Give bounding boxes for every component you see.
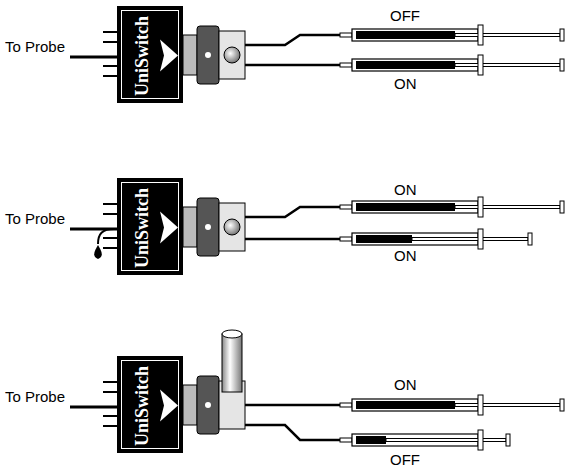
probe-label: To Probe [5,389,65,406]
brand-name: UniSwitch [133,187,151,267]
brand-name: UniSwitch [133,365,151,445]
state-label: ON [394,182,417,199]
state-label: ON [394,248,417,265]
probe-label: To Probe [5,39,65,56]
state-label: OFF [390,8,420,25]
uniswitch-body: UniSwitch [117,6,183,103]
uniswitch-body: UniSwitch [117,178,183,275]
probe-label: To Probe [5,211,65,228]
state-label: ON [394,76,417,93]
state-label: ON [394,377,417,394]
brand-name: UniSwitch [133,15,151,95]
uniswitch-body: UniSwitch [117,356,183,453]
state-label: OFF [390,452,420,469]
